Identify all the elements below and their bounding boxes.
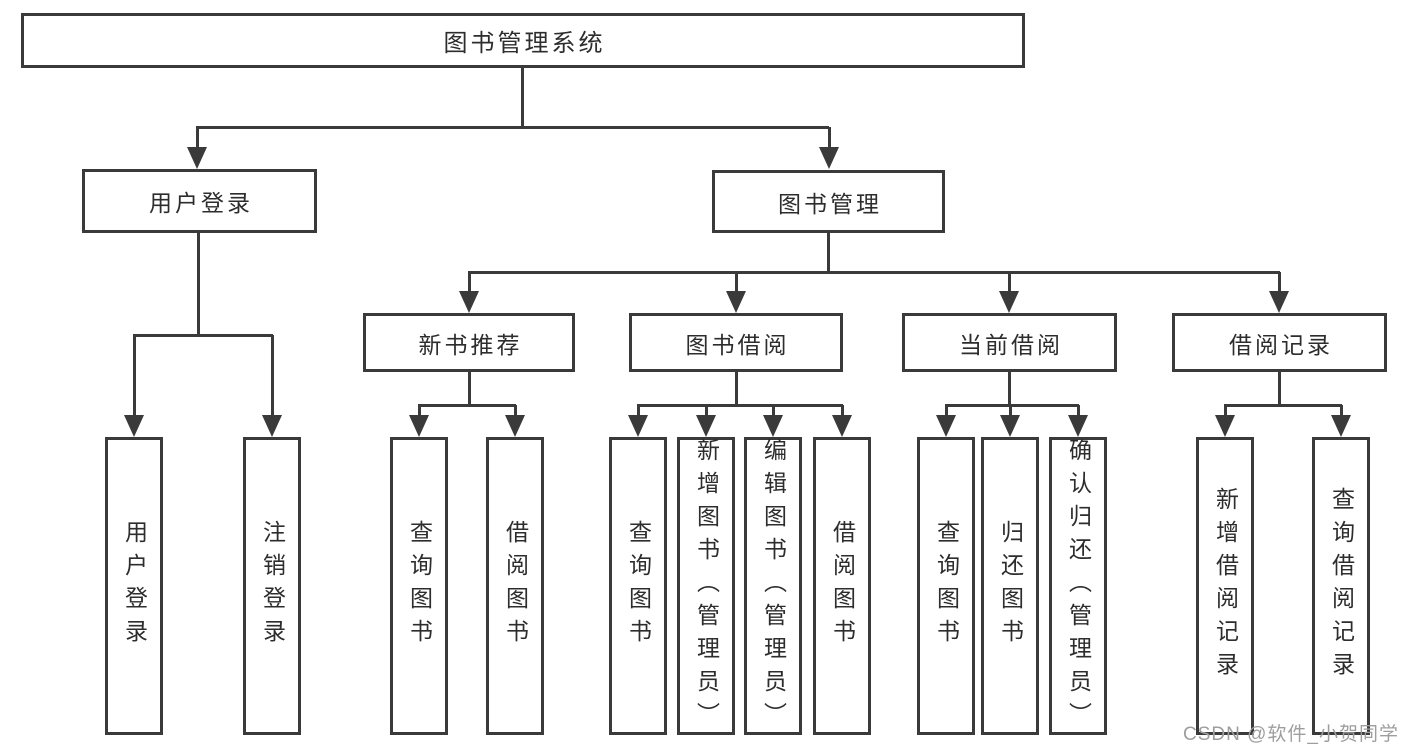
connector-root-stem [521,68,524,127]
arrowhead-leaf-logout [262,415,282,437]
connector-drop-cb-query [945,405,948,417]
connector-drop-nb-query [418,405,421,417]
node-new-book-recommend: 新书推荐 [363,313,575,372]
connector-root-bus [196,126,829,129]
leaf-br-query-record-label: 查询借阅记录 [1328,487,1355,685]
arrowhead-book-borrow [726,291,746,313]
connector-drop-borrow-record [1278,272,1281,293]
connector-cb-stem [1008,372,1011,405]
arrowhead-book-management [819,147,839,169]
node-root-label: 图书管理系统 [443,30,606,57]
arrowhead-user-login [187,147,207,169]
leaf-nb-query-books: 查询图书 [390,437,448,735]
connector-drop-bb-borrow [841,405,844,417]
leaf-cb-return-books: 归还图书 [981,437,1039,735]
connector-bb-bus [637,404,843,407]
node-book-borrow: 图书借阅 [629,313,843,372]
connector-drop-cb-return [1009,405,1012,417]
leaf-cb-query-books-label: 查询图书 [933,520,960,652]
connector-drop-book-borrow [735,272,738,293]
connector-nb-bus [418,404,516,407]
connector-br-bus [1224,404,1342,407]
arrowhead-cb-query [936,415,956,437]
leaf-bb-borrow-books: 借阅图书 [813,437,871,735]
connector-drop-leaf-logout [271,335,274,417]
node-book-borrow-label: 图书借阅 [685,331,790,358]
connector-drop-bb-edit [772,405,775,417]
arrowhead-current-borrow [999,291,1019,313]
connector-drop-bb-add [705,405,708,417]
connector-drop-br-add [1224,405,1227,417]
connector-drop-book-management [828,127,831,149]
leaf-nb-borrow-books: 借阅图书 [486,437,544,735]
leaf-bb-query-books-label: 查询图书 [625,520,652,652]
connector-br-stem [1278,372,1281,405]
connector-drop-bb-query [637,405,640,417]
leaf-bb-add-books-admin-label: 新增图书（管理员） [693,437,720,735]
leaf-nb-query-books-label: 查询图书 [406,520,433,652]
arrowhead-leaf-user-login [124,415,144,437]
leaf-user-login-label: 用户登录 [121,520,148,652]
connector-drop-nb-borrow [514,405,517,417]
node-book-management-label: 图书管理 [778,190,882,217]
arrowhead-bb-add [696,415,716,437]
node-book-management: 图书管理 [712,170,945,233]
arrowhead-cb-return [1000,415,1020,437]
connector-drop-cb-confirm [1077,405,1080,417]
connector-drop-user-login [196,127,199,149]
connector-book-management-stem [827,233,830,273]
leaf-bb-add-books-admin: 新增图书（管理员） [677,437,735,735]
connector-drop-current-borrow [1008,272,1011,293]
leaf-nb-borrow-books-label: 借阅图书 [502,520,529,652]
arrowhead-cb-confirm [1068,415,1088,437]
leaf-logout-login-label: 注销登录 [259,520,286,652]
node-borrow-record-label: 借阅记录 [1229,331,1333,358]
node-current-borrow-label: 当前借阅 [959,331,1063,358]
arrowhead-nb-query [409,415,429,437]
node-new-book-recommend-label: 新书推荐 [418,331,523,358]
node-user-login: 用户登录 [82,169,317,233]
node-borrow-record: 借阅记录 [1172,313,1387,372]
connector-drop-leaf-user-login [133,335,136,417]
leaf-cb-query-books: 查询图书 [917,437,975,735]
arrowhead-bb-query [628,415,648,437]
arrowhead-borrow-record [1269,291,1289,313]
leaf-bb-borrow-books-label: 借阅图书 [829,520,856,652]
arrowhead-br-add [1215,415,1235,437]
connector-user-login-bus [133,334,273,337]
connector-drop-br-query [1340,405,1343,417]
connector-book-management-bus [468,271,1280,274]
node-current-borrow: 当前借阅 [902,313,1117,372]
connector-nb-stem [468,372,471,405]
leaf-br-query-record: 查询借阅记录 [1312,437,1370,735]
connector-drop-new-book-recommend [468,272,471,293]
leaf-br-add-record: 新增借阅记录 [1196,437,1254,735]
connector-user-login-stem [197,233,200,335]
leaf-logout-login: 注销登录 [243,437,301,735]
node-root: 图书管理系统 [21,13,1025,68]
arrowhead-nb-borrow [505,415,525,437]
leaf-br-add-record-label: 新增借阅记录 [1212,487,1239,685]
node-user-login-label: 用户登录 [149,190,253,216]
connector-cb-bus [945,404,1079,407]
watermark: CSDN @软件_小贺同学 [1183,724,1399,745]
leaf-cb-confirm-return-admin-label: 确认归还（管理员） [1065,437,1092,735]
arrowhead-br-query [1331,415,1351,437]
leaf-bb-query-books: 查询图书 [609,437,667,735]
leaf-cb-return-books-label: 归还图书 [997,520,1024,652]
connector-bb-stem [735,372,738,405]
leaf-user-login: 用户登录 [105,437,163,735]
arrowhead-new-book-recommend [459,291,479,313]
arrowhead-bb-edit [763,415,783,437]
leaf-bb-edit-books-admin-label: 编辑图书（管理员） [760,437,787,735]
leaf-bb-edit-books-admin: 编辑图书（管理员） [744,437,802,735]
arrowhead-bb-borrow [832,415,852,437]
leaf-cb-confirm-return-admin: 确认归还（管理员） [1049,437,1107,735]
